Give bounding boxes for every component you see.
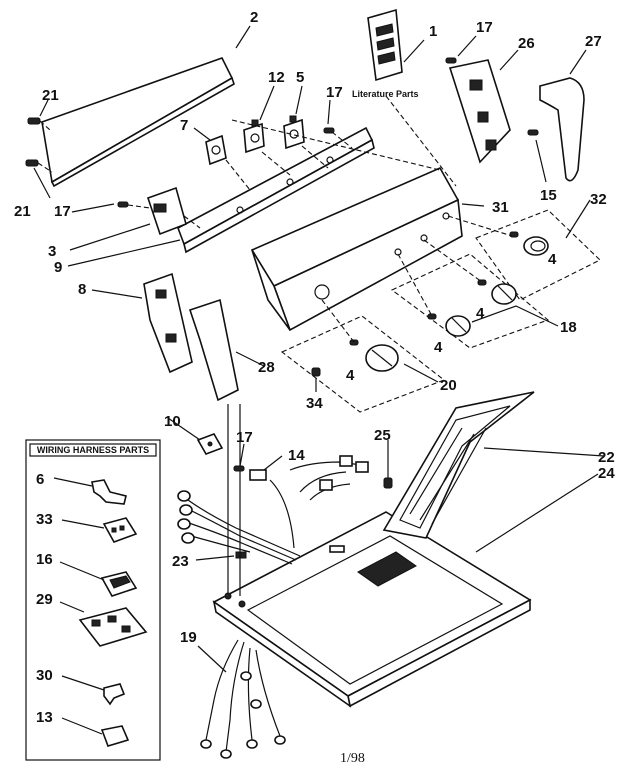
knob-18-b — [445, 315, 471, 337]
callout-17-left: 17 — [54, 203, 71, 220]
callout-16: 16 — [36, 551, 53, 568]
part-7-switch — [205, 134, 227, 166]
part-17-screw-harness — [233, 465, 245, 472]
callout-14: 14 — [288, 447, 305, 464]
callout-28: 28 — [258, 359, 275, 376]
part-14-connector — [249, 469, 267, 481]
mount-lines — [227, 404, 241, 596]
callout-22: 22 — [598, 449, 615, 466]
group-18-outline — [390, 253, 550, 349]
callout-10: 10 — [164, 413, 181, 430]
part-19-harness — [177, 455, 369, 759]
part-3-bracket — [146, 186, 187, 236]
part-27-endcap — [539, 77, 585, 182]
part-17-screw-panel — [323, 127, 335, 134]
callout-33: 33 — [36, 511, 53, 528]
harness-parts-box: WIRING HARNESS PARTS — [25, 439, 161, 761]
callout-31: 31 — [492, 199, 509, 216]
part-21-screw-bottom — [25, 159, 39, 167]
part-4-clip-c — [427, 313, 437, 320]
part-25-screw — [383, 477, 393, 489]
callout-13: 13 — [36, 709, 53, 726]
callout-7: 7 — [180, 117, 188, 134]
group-32-outline — [475, 209, 601, 301]
part-30-clip — [103, 683, 126, 706]
part-10-clip — [196, 433, 224, 455]
callout-4-a: 4 — [548, 251, 557, 268]
callout-21-bottom: 21 — [14, 203, 31, 220]
callout-15: 15 — [540, 187, 557, 204]
callout-12: 12 — [268, 69, 285, 86]
part-16-connector — [100, 571, 138, 597]
part-1-literature — [367, 8, 403, 82]
callout-34: 34 — [306, 395, 323, 412]
callout-17-panel: 17 — [326, 84, 343, 101]
callout-27: 27 — [585, 33, 602, 50]
part-26-endcap-bracket — [448, 59, 511, 164]
part-23-clip — [235, 551, 247, 559]
part-24-top-cover — [212, 511, 532, 708]
part-9-bracket — [177, 126, 375, 254]
knob-20 — [365, 344, 399, 372]
mount-hole-b — [238, 600, 246, 608]
callout-18: 18 — [560, 319, 577, 336]
callout-20: 20 — [440, 377, 457, 394]
callout-26: 26 — [518, 35, 535, 52]
part-4-clip-b — [477, 279, 487, 286]
part-2-back-panel — [41, 57, 235, 188]
callout-2: 2 — [250, 9, 258, 26]
callout-25: 25 — [374, 427, 391, 444]
callout-9: 9 — [54, 259, 62, 276]
knob-18-a — [491, 283, 517, 305]
part-6-terminal — [91, 479, 127, 505]
part-28-console-end — [188, 298, 239, 402]
callout-5: 5 — [296, 69, 304, 86]
literature-parts-label: Literature Parts — [352, 89, 419, 99]
part-33-connector — [102, 517, 138, 543]
part-22-lint-duct — [382, 391, 535, 539]
part-5-switch — [283, 115, 305, 150]
part-13-cap — [100, 725, 130, 747]
callout-19: 19 — [180, 629, 197, 646]
part-12-switch — [243, 119, 265, 154]
part-29-connector-housing — [78, 607, 148, 647]
callout-4-d: 4 — [346, 367, 355, 384]
callout-6: 6 — [36, 471, 44, 488]
callout-17-harness: 17 — [236, 429, 253, 446]
callout-32: 32 — [590, 191, 607, 208]
part-15-screw — [527, 129, 539, 136]
callout-4-b: 4 — [476, 305, 485, 322]
callout-21-top: 21 — [42, 87, 59, 104]
harness-box-title: WIRING HARNESS PARTS — [37, 445, 149, 455]
part-17-screw-left — [117, 201, 129, 208]
part-31-console — [250, 166, 463, 332]
callout-1: 1 — [429, 23, 437, 40]
part-4-clip-d — [349, 339, 359, 346]
callout-29: 29 — [36, 591, 53, 608]
callout-23: 23 — [172, 553, 189, 570]
callout-17-top: 17 — [476, 19, 493, 36]
mount-hole-a — [224, 592, 232, 600]
callout-24: 24 — [598, 465, 615, 482]
leader-lines — [33, 25, 605, 735]
callout-8: 8 — [78, 281, 86, 298]
callout-4-c: 4 — [434, 339, 443, 356]
footer-date: 1/98 — [340, 751, 365, 766]
part-17-screw-endcap — [445, 57, 457, 64]
knob-32 — [523, 236, 549, 256]
group-20-outline — [280, 315, 446, 413]
part-8-console-end — [143, 272, 193, 374]
callout-3: 3 — [48, 243, 56, 260]
part-21-screw-top — [27, 117, 41, 125]
callout-30: 30 — [36, 667, 53, 684]
part-34-screw — [311, 367, 321, 377]
